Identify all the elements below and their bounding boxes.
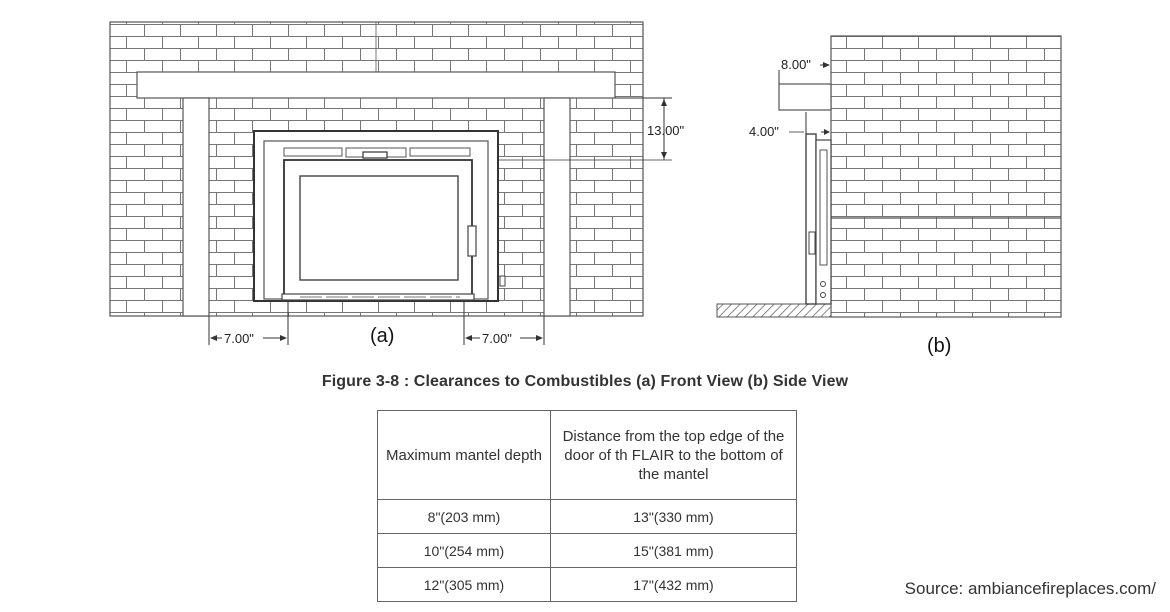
- cell-depth: 10"(254 mm): [377, 533, 551, 568]
- cell-depth: 12"(305 mm): [377, 567, 551, 602]
- cell-distance: 17"(432 mm): [550, 567, 797, 602]
- table-row: 8"(203 mm) 13"(330 mm): [377, 499, 797, 534]
- cell-distance: 15"(381 mm): [550, 533, 797, 568]
- header-distance: Distance from the top edge of the door o…: [550, 410, 797, 500]
- source-credit: Source: ambiancefireplaces.com/: [904, 579, 1156, 598]
- table-header-row: Maximum mantel depth Distance from the t…: [377, 410, 797, 500]
- floor-hatch: [716, 303, 832, 318]
- mantel-front: [136, 71, 616, 99]
- door-handle: [467, 225, 477, 257]
- table-row: 12"(305 mm) 17"(432 mm): [377, 567, 797, 602]
- front-view: 13.00" 7.00" 7.00" (a): [109, 21, 685, 347]
- dimension-right-clearance: 7.00": [463, 300, 545, 346]
- right-column: [543, 97, 571, 317]
- cell-distance: 13"(330 mm): [550, 499, 797, 534]
- dimension-side-clearance: 4.00": [749, 112, 830, 139]
- dim-7-left: 7.00": [224, 331, 254, 346]
- dim-13: 13.00": [647, 123, 685, 138]
- dim-7-right: 7.00": [482, 331, 512, 346]
- fireplace-insert-side: [805, 133, 832, 305]
- header-max-mantel-depth: Maximum mantel depth: [377, 410, 551, 500]
- dim-4: 4.00": [749, 124, 779, 139]
- front-view-label: (a): [370, 325, 394, 347]
- clearance-diagram: 13.00" 7.00" 7.00" (a): [109, 21, 1062, 357]
- mantel-side: [778, 83, 832, 111]
- clearance-table: Maximum mantel depth Distance from the t…: [377, 410, 797, 602]
- left-column: [182, 97, 210, 317]
- brick-wall-side: [830, 35, 1062, 318]
- insert-glass: [299, 175, 459, 281]
- fireplace-insert-front: [253, 130, 506, 302]
- dimension-left-clearance: 7.00": [208, 300, 289, 346]
- cell-depth: 8"(203 mm): [377, 499, 551, 534]
- side-view-label: (b): [927, 335, 951, 357]
- table-row: 10"(254 mm) 15"(381 mm): [377, 533, 797, 568]
- figure-caption: Figure 3-8 : Clearances to Combustibles …: [321, 373, 849, 390]
- dim-8: 8.00": [781, 57, 811, 72]
- dimension-mantel-to-door: 13.00": [498, 97, 685, 161]
- dimension-mantel-depth: 8.00": [778, 57, 830, 84]
- side-view: 8.00" 4.00" (b): [716, 35, 1062, 357]
